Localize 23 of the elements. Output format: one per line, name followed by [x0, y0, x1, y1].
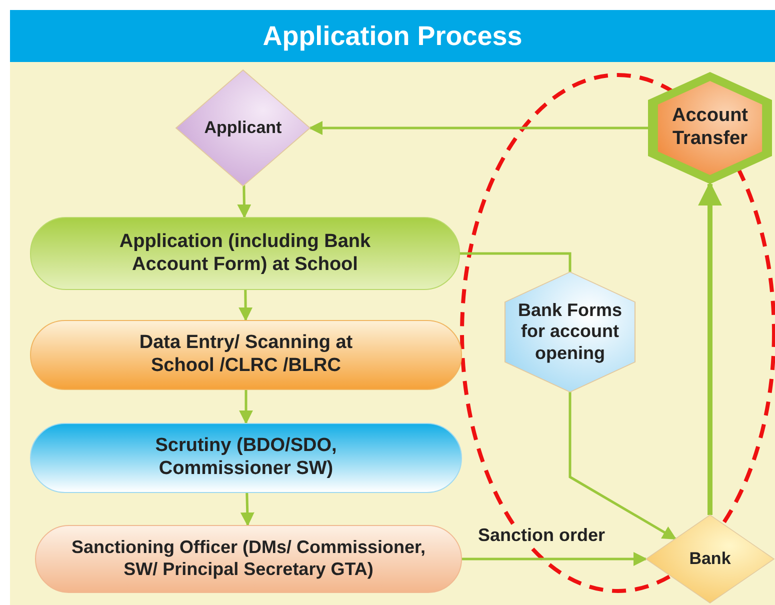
- arrow: [238, 290, 253, 322]
- node-label: Account Transfer: [671, 105, 749, 151]
- node-label: Application (including Bank Account Form) at School: [118, 230, 372, 276]
- arrow: [240, 492, 254, 526]
- title-banner: Application Process: [10, 10, 775, 62]
- decision-diamond: [646, 515, 774, 603]
- node-label: Scrutiny (BDO/SDO, Commissioner SW): [154, 435, 338, 481]
- arrow: [237, 185, 252, 218]
- arrow: [698, 182, 722, 515]
- edge-label: Sanction order: [476, 525, 608, 546]
- arrow: [568, 392, 677, 540]
- node-label: Data Entry/ Scanning at School /CLRC /BLRC: [138, 332, 354, 378]
- decision-diamond: [176, 70, 310, 186]
- arrow: [239, 390, 253, 424]
- node-label: Applicant: [204, 118, 282, 138]
- hexagon-shape: [505, 272, 635, 392]
- node-label: Bank Forms for account opening: [517, 300, 623, 364]
- arrow: [462, 552, 648, 566]
- process-box: [30, 320, 462, 390]
- arrow: [308, 121, 648, 135]
- node-label: Bank: [689, 548, 731, 570]
- node-label: Sanctioning Officer (DMs/ Commissioner, SW/ Principal Secretary GTA): [70, 537, 427, 581]
- hexagon-shape: [648, 72, 772, 184]
